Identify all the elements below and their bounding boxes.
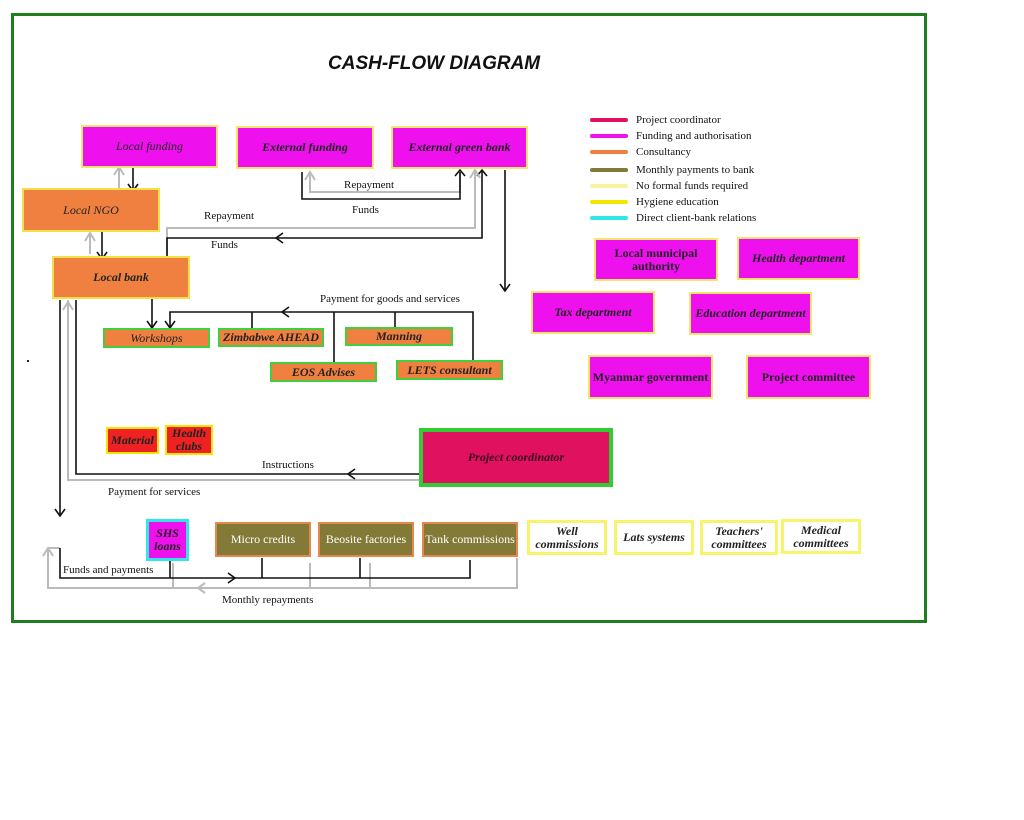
legend-item: Monthly payments to bank: [590, 163, 754, 177]
flow-label-repayment-top: Repayment: [344, 179, 395, 191]
node-teachers-committees: Teachers' committees: [700, 520, 778, 555]
stray-dot: [27, 360, 29, 362]
node-workshops: Workshops: [103, 328, 210, 348]
node-medical-committees: Medical committees: [781, 519, 861, 554]
flow-label-payment-goods-services: Payment for goods and services: [320, 293, 460, 305]
legend-swatch: [590, 150, 628, 154]
node-eos-advises: EOS Advises: [270, 362, 377, 382]
legend-item: Direct client-bank relations: [590, 211, 756, 225]
flow-label-funds-mid: Funds: [211, 239, 238, 251]
black-connectors: [59, 168, 506, 579]
legend-swatch: [590, 134, 628, 138]
node-tax-department: Tax department: [531, 291, 655, 334]
diagram-title: CASH-FLOW DIAGRAM: [328, 53, 541, 74]
flow-label-repayment-mid: Repayment: [204, 210, 255, 222]
legend-item: Funding and authorisation: [590, 129, 752, 143]
legend-swatch: [590, 200, 628, 204]
node-micro-credits: Micro credits: [215, 522, 311, 557]
flow-label-instructions: Instructions: [262, 459, 314, 471]
node-lats-systems: Lats systems: [614, 520, 694, 555]
legend-swatch: [590, 184, 628, 188]
node-well-commissions: Well commissions: [527, 520, 607, 555]
legend-label: No formal funds required: [636, 180, 749, 192]
node-education-department: Education department: [689, 292, 812, 335]
flow-label-funds-top: Funds: [352, 204, 379, 216]
legend-label: Consultancy: [636, 146, 691, 158]
node-shs-loans: SHS loans: [146, 519, 189, 561]
legend-label: Project coordinator: [636, 114, 721, 126]
legend-label: Direct client-bank relations: [636, 212, 757, 224]
flow-label-funds-and-payments: Funds and payments: [63, 564, 154, 576]
node-external-funding: External funding: [236, 126, 374, 169]
node-local-ngo: Local NGO: [22, 188, 160, 232]
node-local-funding: Local funding: [81, 125, 218, 168]
legend-item: No formal funds required: [590, 179, 748, 193]
node-tank-commissions: Tank commissions: [422, 522, 518, 557]
legend-swatch: [590, 216, 628, 220]
node-myanmar-government: Myanmar government: [588, 355, 713, 399]
node-external-green-bank: External green bank: [391, 126, 528, 169]
node-material: Material: [106, 427, 159, 454]
node-zimbabwe-ahead: Zimbabwe AHEAD: [218, 328, 324, 347]
node-health-clubs: Health clubs: [165, 425, 213, 455]
node-beosite-factories: Beosite factories: [318, 522, 414, 557]
legend-label: Hygiene education: [636, 196, 719, 208]
node-lets-consultant: LETS consultant: [396, 360, 503, 380]
legend-item: Project coordinator: [590, 113, 721, 127]
node-project-coordinator: Project coordinator: [419, 428, 613, 487]
node-local-municipal-authority: Local municipal authority: [594, 238, 718, 281]
node-local-bank: Local bank: [52, 256, 190, 299]
legend-item: Consultancy: [590, 145, 691, 159]
legend-swatch: [590, 168, 628, 172]
legend-label: Monthly payments to bank: [636, 164, 755, 176]
legend-swatch: [590, 118, 628, 122]
flow-label-monthly-repayments: Monthly repayments: [222, 594, 314, 606]
node-project-committee: Project committee: [746, 355, 871, 399]
legend-item: Hygiene education: [590, 195, 719, 209]
flow-label-payment-for-services: Payment for services: [108, 486, 201, 498]
legend-label: Funding and authorisation: [636, 130, 752, 142]
node-manning: Manning: [345, 327, 453, 346]
node-health-department: Health department: [737, 237, 860, 280]
